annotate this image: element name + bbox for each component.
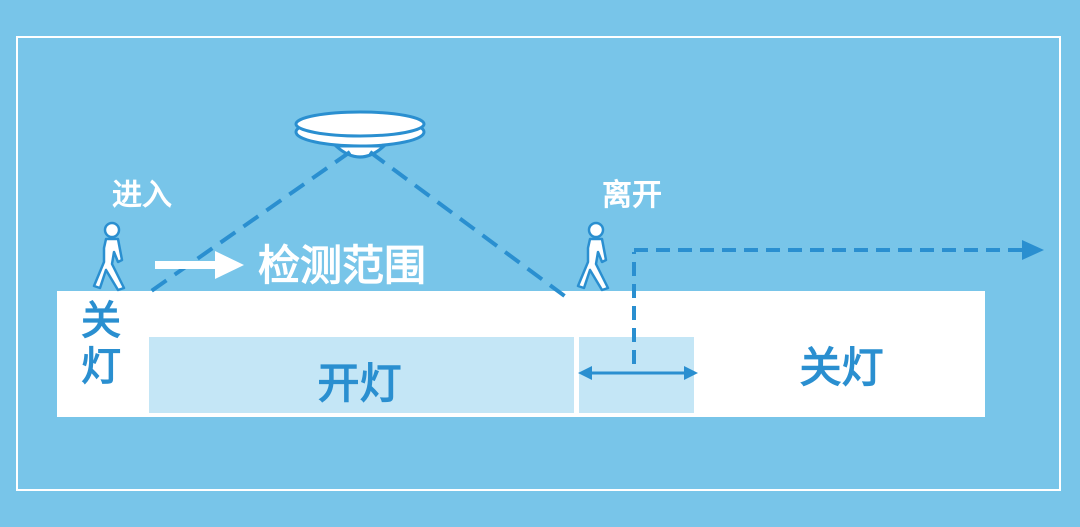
leave-label: 离开 — [602, 178, 662, 213]
light-off-zone-right — [698, 291, 985, 417]
delay-zone — [579, 337, 698, 417]
light-off-label-left-line1: 关 — [81, 298, 121, 344]
detection-top-strip — [145, 291, 698, 337]
walking-person-enter-icon — [92, 221, 126, 292]
light-off-zone-left — [57, 291, 145, 417]
detection-range-label: 检测范围 — [258, 241, 427, 290]
light-off-label-left-line2: 灯 — [81, 344, 121, 390]
delay-span-double-arrow — [578, 366, 698, 380]
ceiling-sensor-lamp-icon — [294, 110, 426, 159]
exit-path-arrow — [632, 240, 1044, 364]
walking-person-leave-icon — [576, 221, 610, 292]
light-on-label: 开灯 — [317, 359, 402, 408]
light-on-zone — [145, 337, 574, 417]
enter-label: 进入 — [112, 178, 172, 213]
detection-direction-arrow — [155, 251, 244, 279]
outer-frame — [16, 36, 1061, 491]
zone-divider — [574, 337, 579, 417]
detection-cone — [145, 150, 572, 302]
light-off-label-right: 关灯 — [799, 343, 884, 392]
light-off-label-left: 关 灯 — [57, 298, 145, 390]
